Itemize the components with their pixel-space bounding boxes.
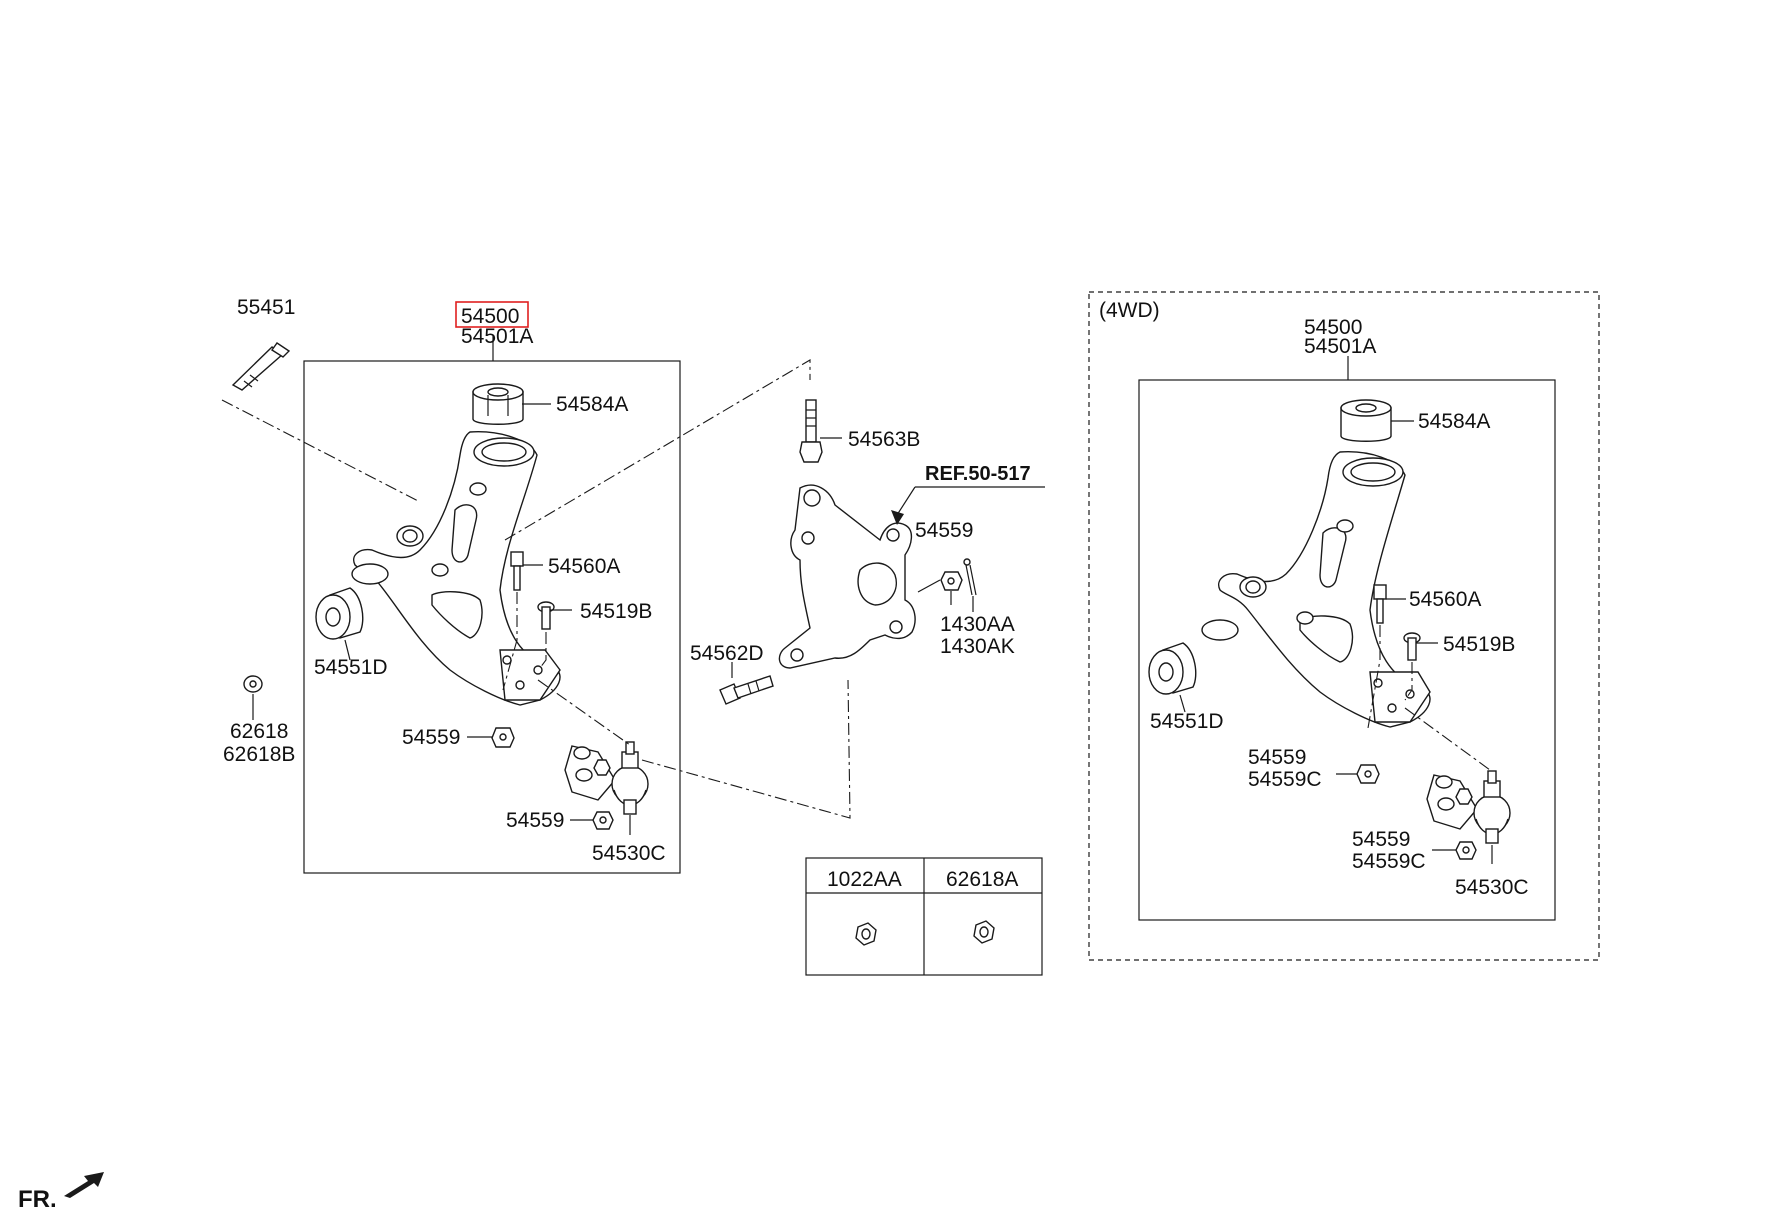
table-header-1022AA: 1022AA: [827, 868, 902, 891]
awd-lower-control-arm[interactable]: [1201, 451, 1431, 728]
cotter-pin-1430AA[interactable]: [963, 558, 977, 596]
nut-table: [805, 857, 1043, 976]
label-54551D: 54551D: [314, 656, 388, 679]
label-awd-54559-a: 54559: [1248, 746, 1306, 769]
awd-assembly-frame: [1138, 379, 1556, 921]
label-awd-54519B: 54519B: [1443, 633, 1515, 656]
nut-54559-balljoint[interactable]: [592, 811, 614, 830]
label-54560A: 54560A: [548, 555, 620, 578]
bushing-54551D[interactable]: [315, 587, 364, 640]
awd-nut-54559[interactable]: [1356, 764, 1380, 784]
bushing-54584A[interactable]: [472, 383, 524, 425]
label-awd-54559C-a: 54559C: [1248, 768, 1322, 791]
label-awd-54500: 54500: [1304, 316, 1362, 339]
label-54584A: 54584A: [556, 393, 628, 416]
label-62618B: 62618B: [223, 743, 295, 766]
nut-62618A-icon[interactable]: [973, 920, 995, 944]
label-1430AK: 1430AK: [940, 635, 1015, 658]
awd-bushing-54551D[interactable]: [1148, 642, 1197, 695]
label-awd-title: (4WD): [1099, 299, 1160, 322]
awd-nut-54559-balljoint[interactable]: [1455, 841, 1477, 860]
awd-bolt-54560A[interactable]: [1373, 584, 1387, 624]
table-header-62618A: 62618A: [946, 868, 1018, 891]
nut-54559-knuckle[interactable]: [940, 571, 963, 591]
nut-1022AA-icon[interactable]: [855, 922, 877, 946]
lower-control-arm[interactable]: [351, 431, 561, 706]
label-54519B: 54519B: [580, 600, 652, 623]
label-62618: 62618: [230, 720, 288, 743]
label-awd-54551D: 54551D: [1150, 710, 1224, 733]
awd-bushing-54584A[interactable]: [1340, 399, 1392, 442]
label-fr: FR.: [18, 1186, 57, 1211]
bolt-54562D[interactable]: [719, 675, 774, 705]
front-direction-arrow-icon: [64, 1172, 104, 1198]
label-awd-54584A: 54584A: [1418, 410, 1490, 433]
label-awd-54501A: 54501A: [1304, 335, 1376, 358]
steering-knuckle[interactable]: [778, 484, 916, 669]
label-54559-balljoint: 54559: [506, 809, 564, 832]
nut-54559-arm[interactable]: [491, 727, 515, 748]
main-assembly-frame: [303, 360, 681, 874]
label-54559-knuckle: 54559: [915, 519, 973, 542]
label-55451: 55451: [237, 296, 295, 319]
label-54559-arm: 54559: [402, 726, 460, 749]
label-1430AA: 1430AA: [940, 613, 1015, 636]
label-54563B: 54563B: [848, 428, 920, 451]
label-awd-54530C: 54530C: [1455, 876, 1529, 899]
label-awd-54559C-b: 54559C: [1352, 850, 1426, 873]
label-ref-50-517: REF.50-517: [925, 463, 1031, 485]
highlight-box-54500[interactable]: [455, 301, 529, 328]
label-54501A: 54501A: [461, 325, 533, 348]
label-54500: 54500: [461, 305, 519, 328]
label-awd-54560A: 54560A: [1409, 588, 1481, 611]
bolt-54563B[interactable]: [799, 399, 823, 463]
awd-bolt-54519B[interactable]: [1403, 632, 1421, 661]
bolt-54560A[interactable]: [510, 551, 524, 591]
bolt-54519B[interactable]: [537, 601, 555, 630]
awd-ball-joint-54530C[interactable]: [1426, 770, 1511, 844]
ball-joint-54530C[interactable]: [564, 741, 649, 815]
nut-62618[interactable]: [243, 675, 263, 693]
label-54562D: 54562D: [690, 642, 764, 665]
label-awd-54559-b: 54559: [1352, 828, 1410, 851]
label-54530C: 54530C: [592, 842, 666, 865]
bolt-55451[interactable]: [231, 342, 291, 391]
awd-dashed-frame: [1088, 291, 1600, 961]
